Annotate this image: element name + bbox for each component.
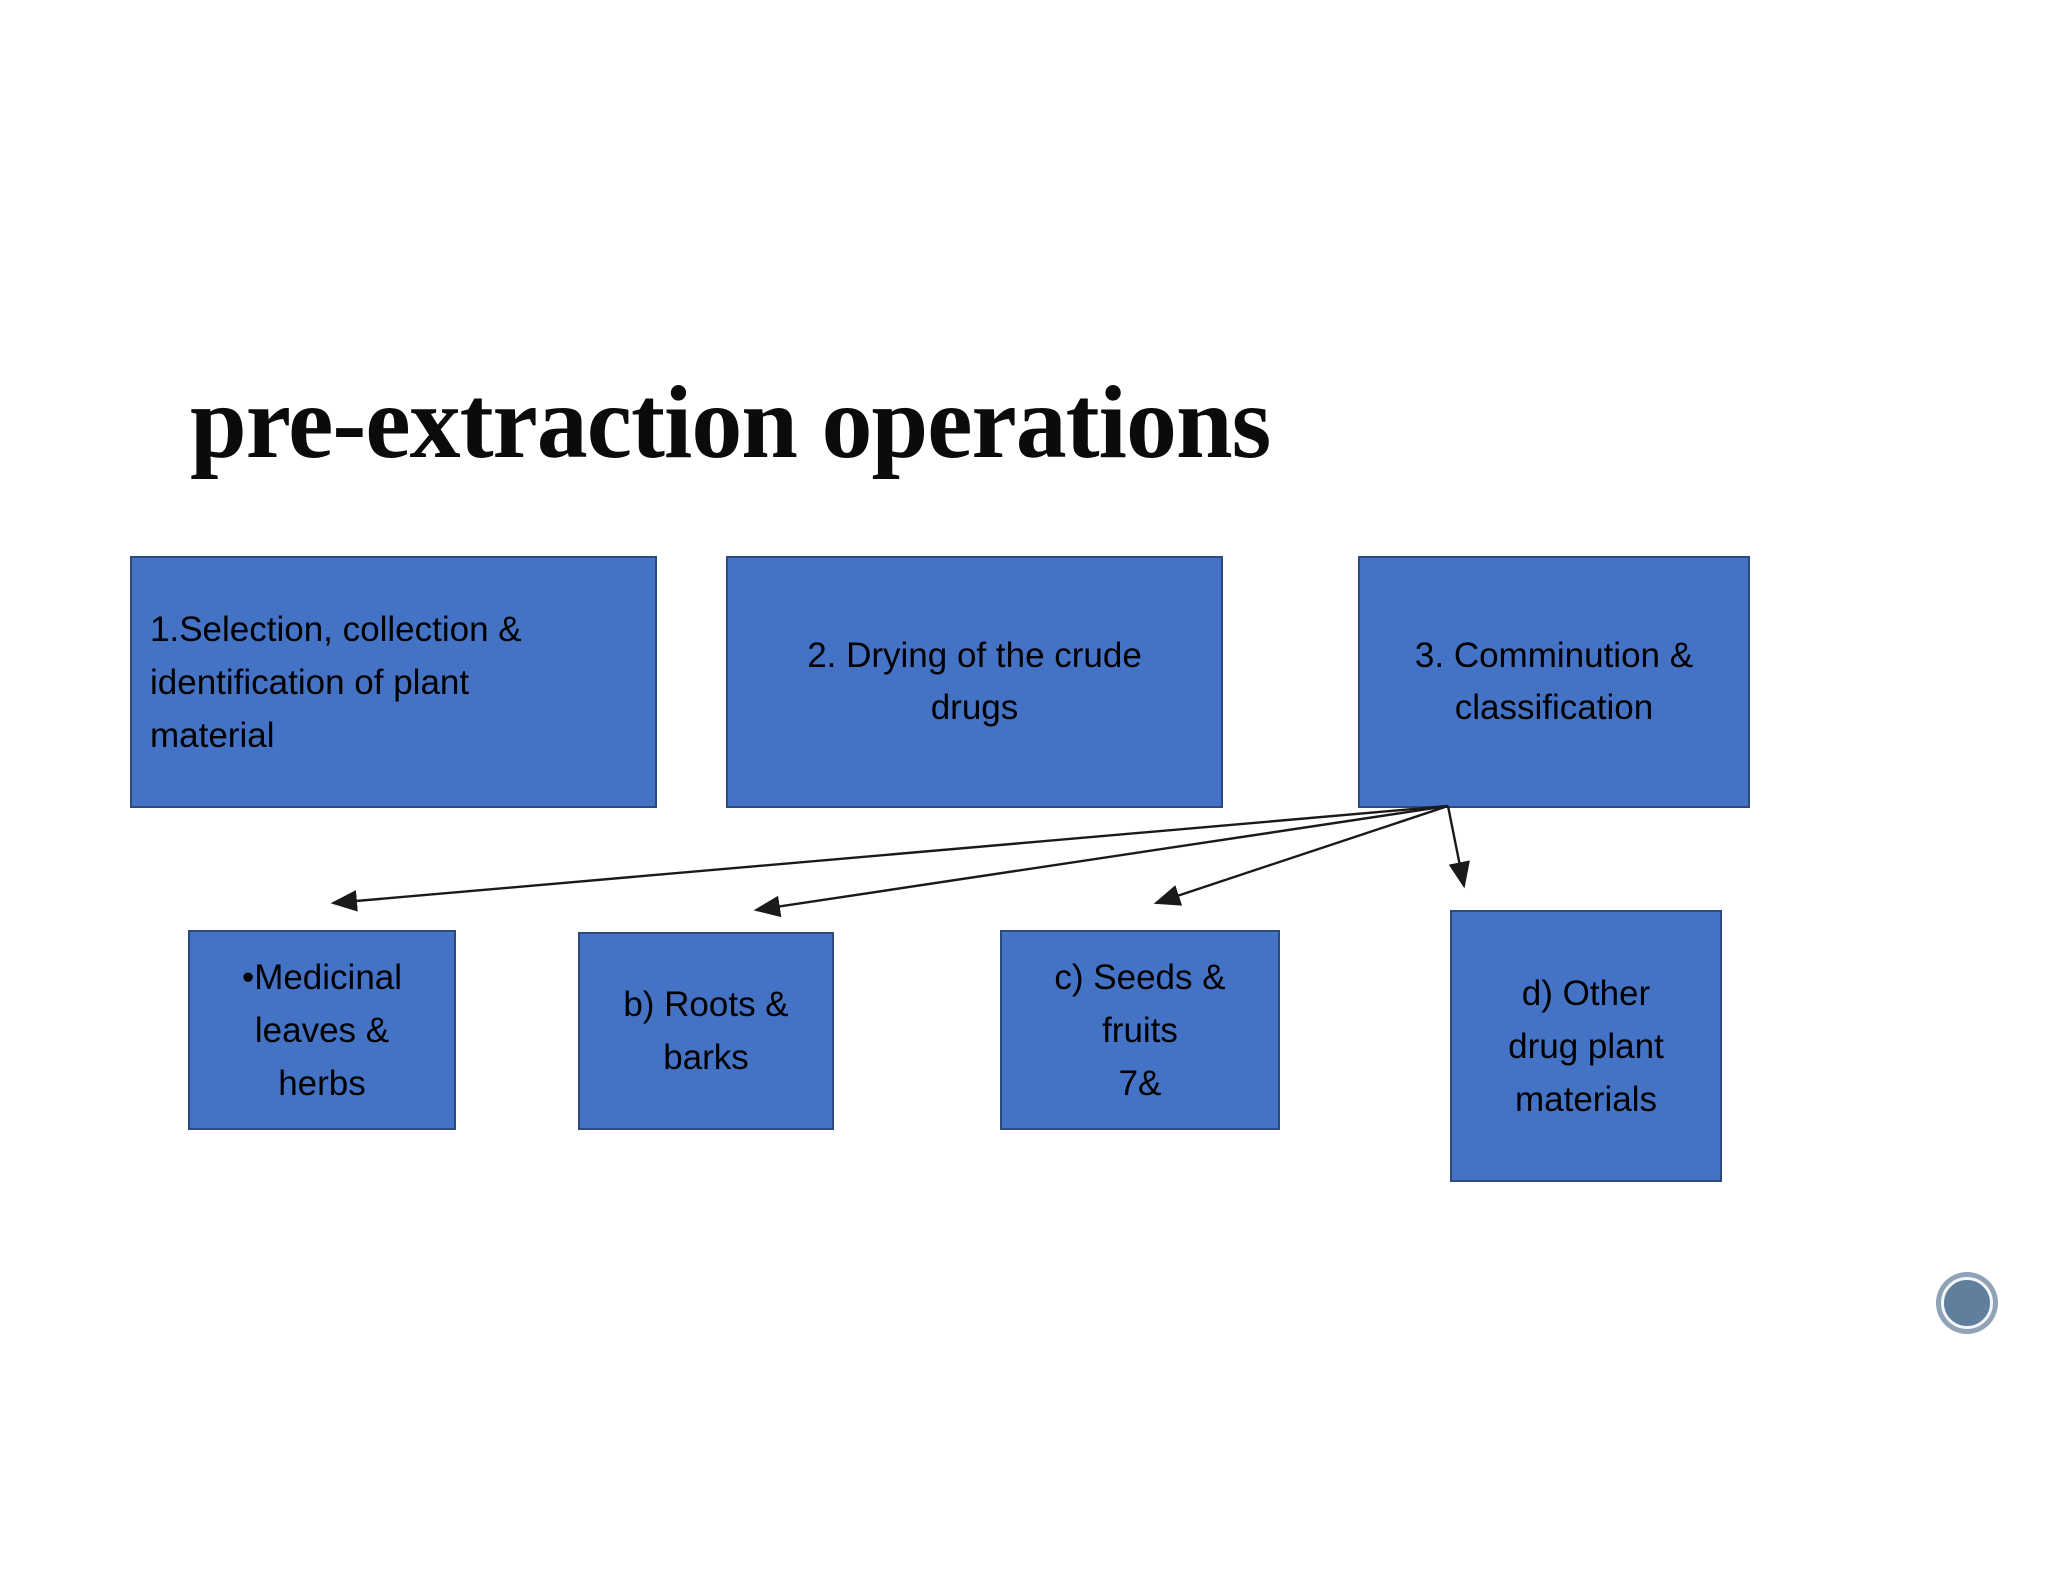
category-box-other-label: d) Other drug plant materials [1508, 973, 1664, 1119]
process-box-comminution-label: 3. Comminution & classification [1414, 636, 1694, 727]
slide-corner-logo-icon [1936, 1272, 1998, 1334]
process-box-selection-label: 1.Selection, collection & identification… [150, 609, 522, 755]
category-box-roots[interactable]: b) Roots & barks [578, 932, 834, 1130]
badge-inner [1941, 1277, 1993, 1329]
category-box-other[interactable]: d) Other drug plant materials [1450, 910, 1722, 1182]
category-box-seeds-label: c) Seeds & fruits 7& [1054, 957, 1226, 1103]
connector-to-seeds [1153, 804, 1449, 906]
category-box-seeds[interactable]: c) Seeds & fruits 7& [1000, 930, 1280, 1130]
category-box-roots-label: b) Roots & barks [623, 985, 789, 1077]
category-box-leaves[interactable]: •Medicinal leaves & herbs [188, 930, 456, 1130]
connector-to-roots [753, 804, 1449, 918]
process-box-comminution[interactable]: 3. Comminution & classification [1358, 556, 1750, 808]
connector-to-leaves [330, 804, 1449, 912]
process-box-drying-label: 2. Drying of the crude drugs [807, 636, 1142, 727]
connector-to-other [1446, 805, 1470, 889]
process-box-drying[interactable]: 2. Drying of the crude drugs [726, 556, 1223, 808]
category-box-leaves-label: •Medicinal leaves & herbs [241, 957, 403, 1103]
process-box-selection[interactable]: 1.Selection, collection & identification… [130, 556, 657, 808]
page-title: pre-extraction operations [190, 365, 1271, 480]
